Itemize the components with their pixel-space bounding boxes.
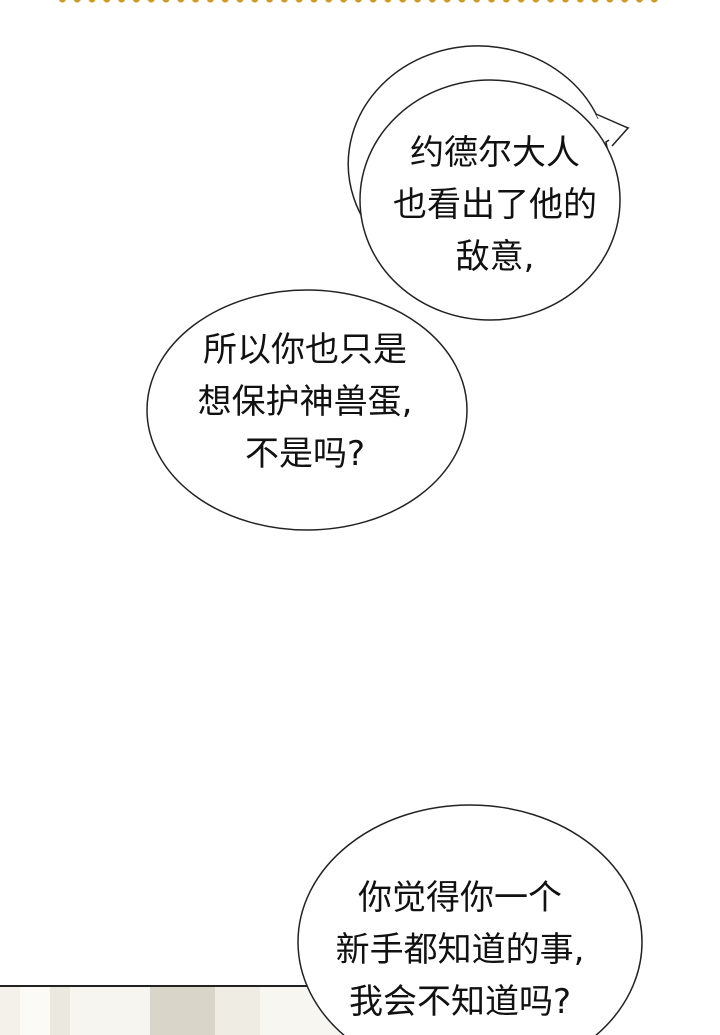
speech-bubble-2: [146, 289, 468, 531]
text-line: 所以你也只是: [203, 330, 407, 370]
text-line: 你觉得你一个: [358, 878, 562, 918]
text-line: 约德尔大人: [410, 133, 580, 173]
text-line: 我会不知道吗?: [348, 982, 572, 1022]
bubble-1-text: 约德尔大人也看出了他的敌意,: [370, 127, 620, 283]
text-line: 想保护神兽蛋,: [197, 382, 413, 422]
text-line: 新手都知道的事,: [335, 930, 585, 970]
speech-bubble-1-body: [359, 79, 621, 321]
text-line: 也看出了他的: [393, 185, 597, 225]
speech-bubble-3: [297, 804, 643, 1035]
bubble-3-text: 你觉得你一个新手都知道的事, 我会不知道吗?: [305, 872, 615, 1028]
bubble-2-text: 所以你也只是想保护神兽蛋, 不是吗?: [170, 324, 440, 480]
text-line: 不是吗?: [244, 434, 366, 474]
panel-border-dots: [55, 0, 665, 4]
background-panel: [0, 985, 340, 1035]
text-line: 敌意,: [455, 237, 535, 277]
